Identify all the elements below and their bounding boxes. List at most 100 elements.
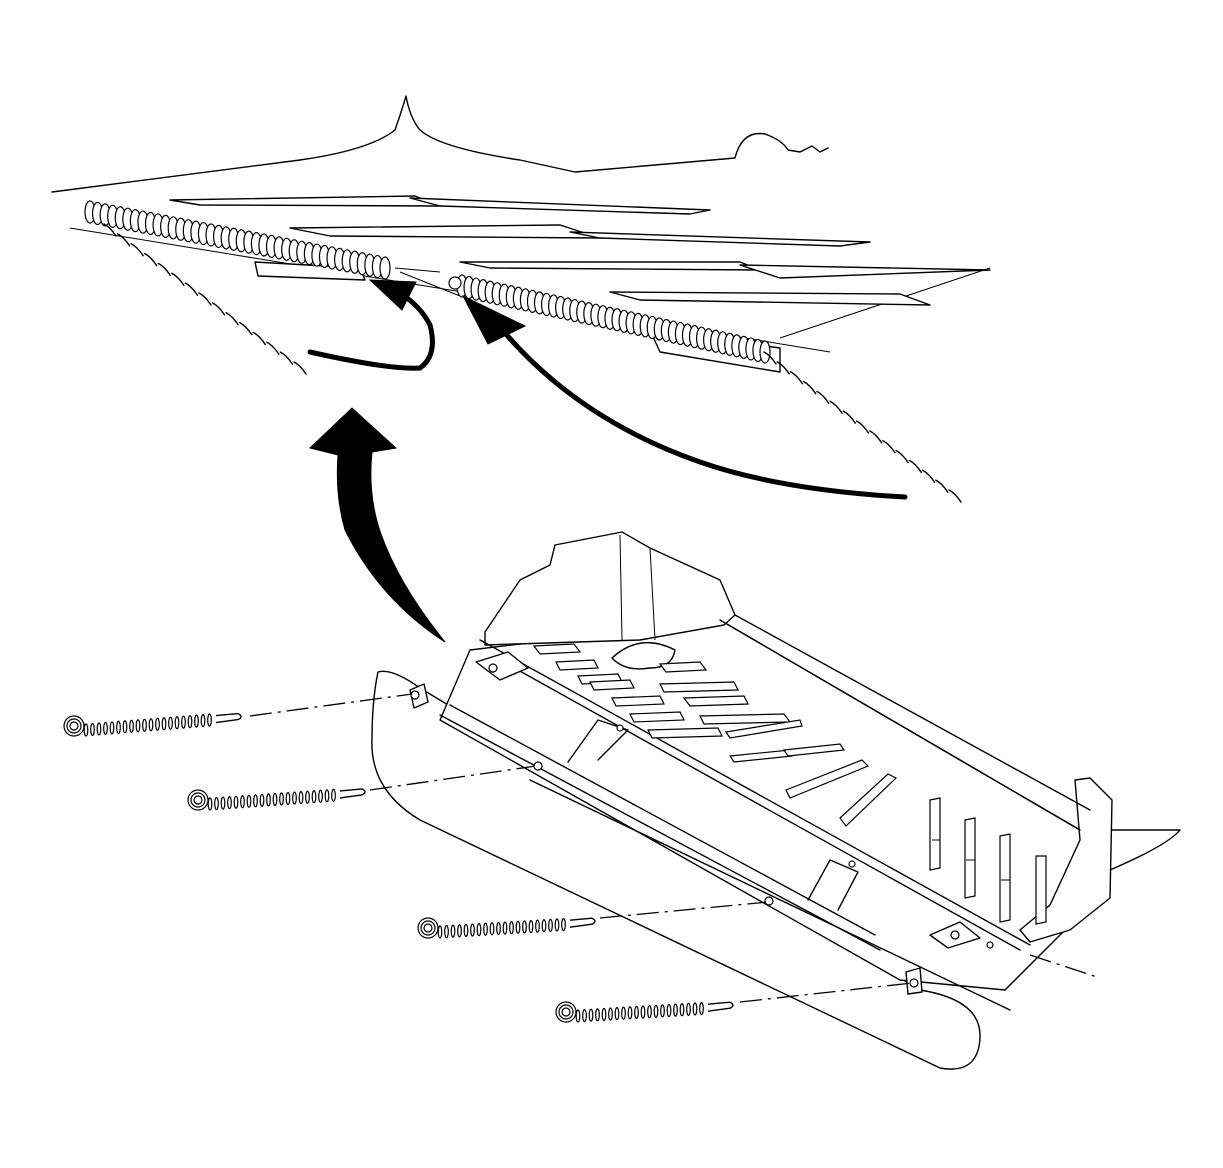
lower-spring-2 bbox=[187, 788, 366, 811]
spring-coil bbox=[621, 1006, 626, 1020]
spring-coil bbox=[647, 1005, 652, 1019]
spring-end-loop bbox=[417, 917, 439, 939]
spring-coil bbox=[908, 459, 923, 474]
spring-coil bbox=[272, 792, 278, 807]
spring-coil bbox=[96, 722, 102, 736]
spring-coil bbox=[948, 489, 962, 503]
spring-hook bbox=[569, 917, 596, 928]
spring-coil bbox=[379, 256, 391, 280]
spring-coil bbox=[614, 1007, 620, 1021]
spring-coil bbox=[318, 789, 323, 803]
spring-hook bbox=[707, 1001, 734, 1012]
arrow-upper-left bbox=[307, 279, 435, 371]
spring-coil bbox=[882, 440, 896, 454]
spring-coil bbox=[331, 788, 336, 802]
upper-spring-left-tail bbox=[103, 223, 307, 375]
spring-coil bbox=[535, 919, 540, 933]
guide-line-1 bbox=[249, 693, 413, 717]
spring-coil bbox=[187, 715, 193, 729]
spring-coil bbox=[135, 719, 141, 733]
spring-coil bbox=[233, 795, 239, 809]
spring-coil bbox=[116, 720, 121, 735]
spring-coil bbox=[640, 1005, 646, 1019]
spring-hook bbox=[215, 712, 242, 724]
spring-coil bbox=[285, 791, 291, 806]
spring-coil bbox=[90, 722, 95, 737]
spring-coil bbox=[470, 923, 475, 937]
spring-coil bbox=[142, 718, 147, 732]
spring-coil bbox=[298, 791, 304, 805]
spring-hook-eye bbox=[448, 276, 462, 290]
spring-coil bbox=[130, 243, 144, 257]
spring-coil bbox=[279, 792, 284, 806]
spring-coil bbox=[789, 371, 804, 385]
spring-coil bbox=[595, 1008, 600, 1022]
spring-coil bbox=[588, 1008, 594, 1022]
spring-coil bbox=[450, 924, 456, 938]
spring-coil bbox=[502, 921, 508, 935]
guide-line-3 bbox=[599, 901, 769, 919]
spring-coil bbox=[161, 717, 167, 731]
spring-coil bbox=[253, 794, 258, 808]
lower-spring-4 bbox=[555, 1001, 734, 1023]
spring-coil bbox=[207, 713, 212, 727]
spring-coil bbox=[174, 716, 180, 730]
spring-coil bbox=[181, 715, 186, 729]
spring-coil bbox=[869, 430, 883, 444]
spring-coil bbox=[528, 919, 534, 934]
spring-coil bbox=[292, 791, 297, 805]
spring-coil bbox=[214, 796, 219, 811]
spring-coil bbox=[561, 917, 566, 932]
spring-coil bbox=[246, 794, 252, 808]
spring-loop-ring bbox=[193, 795, 203, 805]
spring-coil bbox=[184, 282, 199, 296]
spring-coil bbox=[699, 1001, 704, 1016]
spring-coil bbox=[816, 390, 830, 405]
spring-coil bbox=[855, 420, 870, 434]
upper-spring-left bbox=[84, 200, 391, 280]
spring-coil bbox=[509, 921, 514, 935]
spring-coil bbox=[660, 1004, 665, 1018]
spring-coil bbox=[305, 790, 310, 804]
spring-coil bbox=[483, 922, 488, 936]
spring-coil bbox=[829, 400, 843, 414]
spring-coil bbox=[157, 262, 171, 277]
spring-coil bbox=[155, 717, 160, 731]
spring-coil bbox=[582, 1009, 587, 1023]
spring-coil bbox=[239, 321, 253, 336]
spring-coil bbox=[198, 292, 212, 306]
spring-coil bbox=[554, 918, 560, 932]
spring-coil bbox=[171, 272, 185, 286]
spring-coil bbox=[83, 723, 89, 737]
spring-coil bbox=[259, 793, 265, 807]
guide-line-4 bbox=[739, 982, 913, 1003]
lower-spring-3 bbox=[417, 917, 596, 939]
spring-coil bbox=[842, 410, 856, 424]
spring-coil bbox=[673, 1003, 678, 1017]
spring-coil bbox=[601, 1007, 607, 1022]
spring-coil bbox=[653, 1004, 659, 1018]
spring-coil bbox=[895, 449, 909, 464]
spring-coil bbox=[686, 1002, 691, 1016]
spring-coil bbox=[252, 331, 266, 346]
spring-coil bbox=[541, 919, 547, 933]
spring-coil bbox=[802, 380, 817, 395]
spring-coil bbox=[168, 716, 173, 730]
spring-coil bbox=[194, 714, 199, 728]
spring-loop-ring bbox=[423, 923, 433, 933]
spring-coil bbox=[200, 714, 206, 728]
upper-spring-right-tail bbox=[763, 351, 962, 503]
spring-end-loop bbox=[187, 789, 209, 811]
spring-coil bbox=[227, 796, 232, 810]
arrow-upper-right bbox=[461, 294, 908, 500]
spring-coil bbox=[103, 721, 108, 736]
spring-coil bbox=[444, 925, 449, 939]
spring-coil bbox=[627, 1006, 633, 1020]
spring-coil bbox=[935, 479, 949, 493]
spring-coil bbox=[144, 252, 158, 267]
spring-coil bbox=[476, 923, 482, 937]
spring-coil bbox=[211, 302, 226, 316]
spring-coil bbox=[220, 796, 226, 810]
spring-coil bbox=[293, 361, 307, 375]
lower-spring-1 bbox=[63, 712, 242, 737]
